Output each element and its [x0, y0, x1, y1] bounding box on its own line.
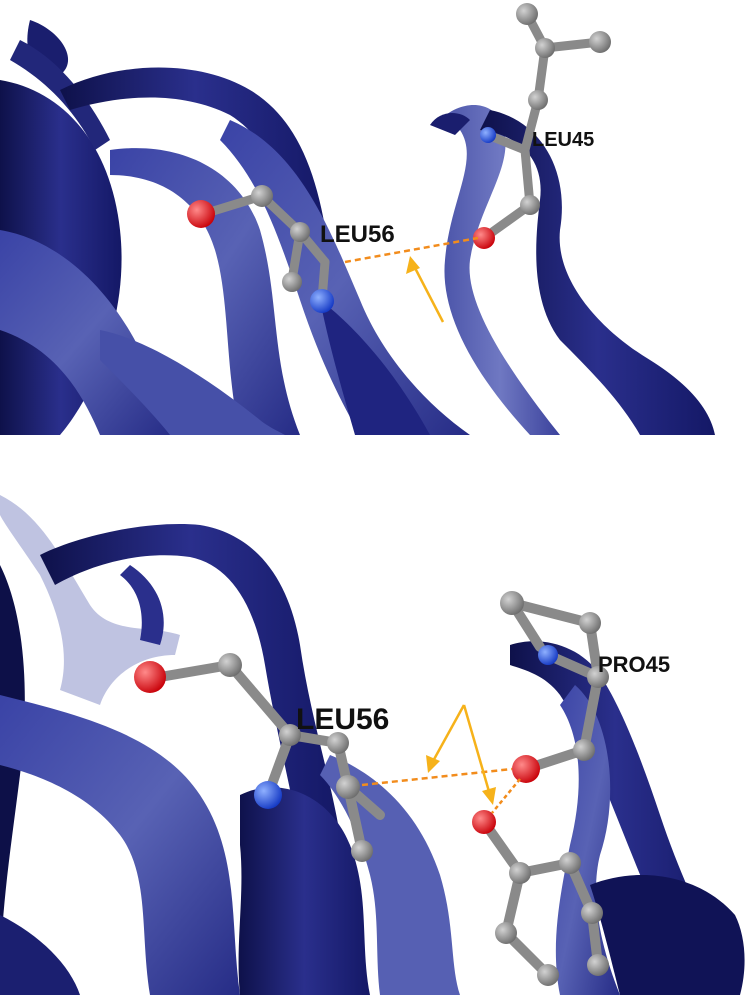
nitrogen-atom — [310, 289, 334, 313]
hydrogen-bond-line — [361, 767, 513, 787]
carbon-atom — [282, 272, 302, 292]
carbon-atom — [509, 862, 531, 884]
carbon-atom — [516, 3, 538, 25]
ribbon-faint — [0, 495, 180, 705]
ribbon-top-loop — [40, 524, 340, 840]
carbon-atom — [528, 90, 548, 110]
highlight-arrows — [426, 704, 496, 805]
carbon-atom — [351, 840, 373, 862]
highlight-arrow — [406, 256, 445, 323]
carbon-atom — [589, 31, 611, 53]
carbon-atom — [495, 922, 517, 944]
hydrogen-bond-line — [491, 778, 521, 814]
top-panel: LEU56 LEU45 — [0, 0, 750, 435]
carbon-atom — [581, 902, 603, 924]
bottom-structure-view: LEU56 PRO45 — [0, 495, 745, 995]
carbon-atom — [573, 739, 595, 761]
carbon-atom — [251, 185, 273, 207]
carbon-atom — [327, 732, 349, 754]
ribbon-center-strand — [220, 120, 470, 435]
bottom-panel: LEU56 PRO45 — [0, 495, 750, 995]
ribbon-right-loop — [430, 105, 715, 435]
top-structure-view: LEU56 LEU45 — [0, 3, 715, 435]
carbon-atom — [290, 222, 310, 242]
carbon-atom — [500, 591, 524, 615]
carbon-atom — [218, 653, 242, 677]
residue-label-pro45: PRO45 — [598, 652, 670, 677]
oxygen-atom — [134, 661, 166, 693]
carbon-atom — [537, 964, 559, 986]
ribbon-upper-loop — [60, 67, 330, 435]
residue-label-leu45: LEU45 — [532, 129, 594, 151]
carbon-atom — [559, 852, 581, 874]
carbon-atom — [579, 612, 601, 634]
residue-label-leu56: LEU56 — [320, 221, 395, 248]
carbon-atom — [587, 666, 609, 688]
carbon-atom — [587, 954, 609, 976]
carbon-atom — [336, 775, 360, 799]
oxygen-atom — [473, 227, 495, 249]
carbon-atom — [520, 195, 540, 215]
oxygen-atom — [187, 200, 215, 228]
ribbon-left-helix — [0, 565, 240, 995]
residue-label-leu56: LEU56 — [296, 703, 389, 736]
hydrogen-bond-line — [344, 236, 479, 264]
carbon-atom — [535, 38, 555, 58]
nitrogen-atom — [538, 645, 558, 665]
ribbon-right-strand — [510, 641, 745, 995]
carbon-atom — [279, 724, 301, 746]
oxygen-atom — [472, 810, 496, 834]
oxygen-atom — [512, 755, 540, 783]
nitrogen-atom — [254, 781, 282, 809]
nitrogen-atom — [480, 127, 496, 143]
